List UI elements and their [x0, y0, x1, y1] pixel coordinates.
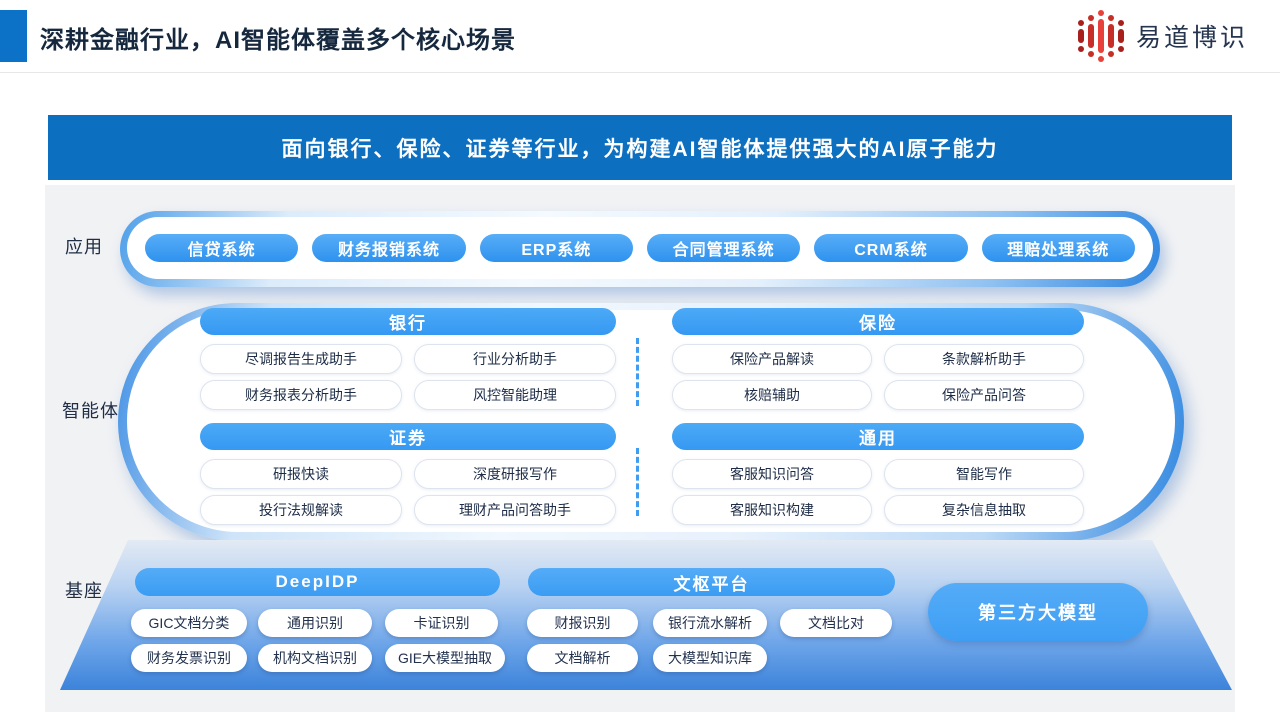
- agent-item[interactable]: 智能写作: [884, 459, 1084, 489]
- company-logo-text: 易道博识: [1135, 24, 1248, 52]
- agent-group-insurance: 保险 保险产品解读 条款解析助手 核赔辅助 保险产品问答 通用 客服知识问答 智…: [672, 308, 1084, 538]
- agent-item[interactable]: 保险产品解读: [672, 344, 872, 374]
- base-item[interactable]: 机构文档识别: [258, 644, 372, 672]
- agent-item[interactable]: 深度研报写作: [414, 459, 616, 489]
- base-item[interactable]: GIE大模型抽取: [385, 644, 505, 672]
- platform-header-deepidp[interactable]: DeepIDP: [135, 568, 500, 596]
- app-pill-expense-system[interactable]: 财务报销系统: [312, 234, 466, 262]
- base-item[interactable]: 大模型知识库: [653, 644, 767, 672]
- dashed-divider: [636, 338, 639, 406]
- apps-row-label: 应用: [65, 237, 103, 257]
- base-row-label: 基座: [65, 581, 103, 601]
- base-item[interactable]: 通用识别: [258, 609, 372, 637]
- agent-item[interactable]: 复杂信息抽取: [884, 495, 1084, 525]
- app-pill-crm-system[interactable]: CRM系统: [814, 234, 968, 262]
- agent-item[interactable]: 风控智能助理: [414, 380, 616, 410]
- diagram-panel: 应用 智能体 基座 信贷系统 财务报销系统 ERP系统 合同管理系统 CRM系统…: [45, 185, 1235, 712]
- group-header-bank: 银行: [200, 308, 616, 335]
- platform-header-wenshu[interactable]: 文枢平台: [528, 568, 895, 596]
- agent-item[interactable]: 尽调报告生成助手: [200, 344, 402, 374]
- base-item[interactable]: 文档解析: [527, 644, 638, 672]
- agent-group-bank: 银行 尽调报告生成助手 行业分析助手 财务报表分析助手 风控智能助理 证券 研报…: [200, 308, 616, 538]
- soundwave-logo-icon: [1077, 10, 1124, 62]
- agent-item[interactable]: 保险产品问答: [884, 380, 1084, 410]
- app-pill-credit-system[interactable]: 信贷系统: [145, 234, 299, 262]
- dashed-divider: [636, 448, 639, 516]
- app-pill-claims-system[interactable]: 理赔处理系统: [981, 234, 1135, 262]
- subtitle-banner-text: 面向银行、保险、证券等行业，为构建AI智能体提供强大的AI原子能力: [281, 137, 999, 161]
- base-item[interactable]: GIC文档分类: [131, 609, 247, 637]
- subtitle-banner: 面向银行、保险、证券等行业，为构建AI智能体提供强大的AI原子能力: [48, 115, 1232, 180]
- agent-item[interactable]: 研报快读: [200, 459, 402, 489]
- page-title: 深耕金融行业，AI智能体覆盖多个核心场景: [40, 27, 516, 54]
- third-party-model-pill[interactable]: 第三方大模型: [928, 583, 1148, 641]
- group-header-securities: 证券: [200, 423, 616, 450]
- app-pill-contract-system[interactable]: 合同管理系统: [646, 234, 801, 262]
- base-item[interactable]: 财报识别: [527, 609, 638, 637]
- agent-item[interactable]: 核赔辅助: [672, 380, 872, 410]
- group-header-insurance: 保险: [672, 308, 1084, 335]
- title-accent-square: [0, 10, 27, 62]
- company-logo: 易道博识: [1077, 10, 1248, 62]
- base-item[interactable]: 文档比对: [780, 609, 892, 637]
- base-item[interactable]: 卡证识别: [385, 609, 498, 637]
- header-bar: 深耕金融行业，AI智能体覆盖多个核心场景 易道博识: [0, 0, 1280, 73]
- agent-item[interactable]: 理财产品问答助手: [414, 495, 616, 525]
- agent-item[interactable]: 条款解析助手: [884, 344, 1084, 374]
- agent-item[interactable]: 财务报表分析助手: [200, 380, 402, 410]
- agents-row-label: 智能体: [62, 401, 119, 421]
- base-item[interactable]: 银行流水解析: [653, 609, 767, 637]
- agent-item[interactable]: 客服知识构建: [672, 495, 872, 525]
- agent-item[interactable]: 投行法规解读: [200, 495, 402, 525]
- group-header-general: 通用: [672, 423, 1084, 450]
- agent-item[interactable]: 行业分析助手: [414, 344, 616, 374]
- applications-inner: 信贷系统 财务报销系统 ERP系统 合同管理系统 CRM系统 理赔处理系统: [127, 217, 1153, 279]
- app-pill-erp-system[interactable]: ERP系统: [479, 234, 633, 262]
- applications-container: 信贷系统 财务报销系统 ERP系统 合同管理系统 CRM系统 理赔处理系统: [120, 211, 1160, 287]
- base-item[interactable]: 财务发票识别: [131, 644, 247, 672]
- agent-item[interactable]: 客服知识问答: [672, 459, 872, 489]
